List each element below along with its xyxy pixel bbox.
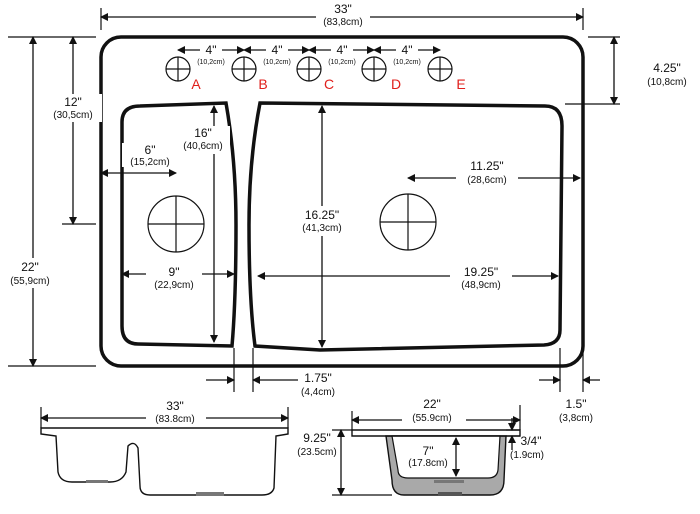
- hole-label-d: D: [391, 76, 401, 92]
- left-drain-side-cm: (15,2cm): [130, 157, 169, 168]
- drain-from-top-in: 12": [64, 95, 82, 109]
- right-bowl-width-in: 19.25": [464, 265, 498, 279]
- front-width-cm: (83.8cm): [155, 414, 194, 425]
- left-drain-side-in: 6": [145, 143, 156, 157]
- right-drain: [379, 193, 437, 251]
- faucet-hole-c: [296, 56, 322, 82]
- hole-spacing-1-in: 4": [206, 43, 217, 57]
- right-bowl-length-in: 16.25": [305, 208, 339, 222]
- side-width-cm: (55.9cm): [412, 413, 451, 424]
- left-bowl-outline: [120, 101, 238, 348]
- top-view: 4" (10,2cm) 4" (10,2cm) 4" (10,2cm) 4" (…: [4, 2, 687, 424]
- right-bowl-width-cm: (48,9cm): [461, 280, 500, 291]
- hole-label-e: E: [456, 76, 465, 92]
- sink-outer-rim: [99, 35, 585, 368]
- faucet-row-cm: (10,8cm): [647, 77, 686, 88]
- side-lip-in: 3/4": [521, 434, 542, 448]
- side-width-in: 22": [423, 397, 441, 411]
- hole-spacing-1-cm: (10,2cm): [197, 59, 225, 66]
- side-inner-cm: (17.8cm): [408, 458, 447, 469]
- faucet-holes: [165, 56, 453, 82]
- faucet-hole-e: [427, 56, 453, 82]
- faucet-hole-b: [231, 56, 257, 82]
- rim-width-cm: (3,8cm): [559, 413, 593, 424]
- left-bowl-length-cm: (40,6cm): [183, 141, 222, 152]
- front-profile-outline: [40, 427, 289, 496]
- side-view: 22" (55.9cm) 9.25" (23.5cm) 7" (17.8cm) …: [297, 395, 544, 496]
- side-depth-in: 9.25": [303, 431, 331, 445]
- front-view: 33" (83.8cm): [40, 398, 289, 496]
- left-bowl-width-cm: (22,9cm): [154, 280, 193, 291]
- front-width-in: 33": [166, 399, 184, 413]
- left-bowl-width-in: 9": [169, 265, 180, 279]
- hole-spacing-4-in: 4": [402, 43, 413, 57]
- width-33-in: 33": [334, 2, 352, 16]
- side-depth-cm: (23.5cm): [297, 447, 336, 458]
- left-drain: [147, 195, 205, 253]
- hole-spacing-4-cm: (10,2cm): [393, 59, 421, 66]
- side-lip-cm: (1.9cm): [510, 450, 544, 461]
- right-drain-side-cm: (28,6cm): [467, 175, 506, 186]
- right-drain-side-in: 11.25": [470, 159, 503, 173]
- hole-spacing-2-in: 4": [272, 43, 283, 57]
- side-rim: [351, 429, 521, 437]
- width-33-cm: (83,8cm): [323, 17, 362, 28]
- faucet-hole-a: [165, 56, 191, 82]
- hole-spacing-3-in: 4": [337, 43, 348, 57]
- left-bowl-length-in: 16": [194, 126, 212, 140]
- divider-width-in: 1.75": [304, 371, 332, 385]
- hole-label-b: B: [258, 76, 267, 92]
- right-bowl-outline: [247, 101, 564, 352]
- hole-label-a: A: [191, 76, 201, 92]
- height-22-in: 22": [21, 260, 39, 274]
- hole-spacing-2-cm: (10,2cm): [263, 59, 291, 66]
- rim-width-in: 1.5": [566, 397, 587, 411]
- faucet-row-in: 4.25": [653, 61, 681, 75]
- hole-label-c: C: [324, 76, 334, 92]
- height-22-cm: (55,9cm): [10, 276, 49, 287]
- hole-spacing-3-cm: (10,2cm): [328, 59, 356, 66]
- side-inner-in: 7": [423, 444, 434, 458]
- right-bowl-length-cm: (41,3cm): [302, 223, 341, 234]
- drain-from-top-cm: (30,5cm): [53, 110, 92, 121]
- divider-width-cm: (4,4cm): [301, 387, 335, 398]
- faucet-hole-d: [361, 56, 387, 82]
